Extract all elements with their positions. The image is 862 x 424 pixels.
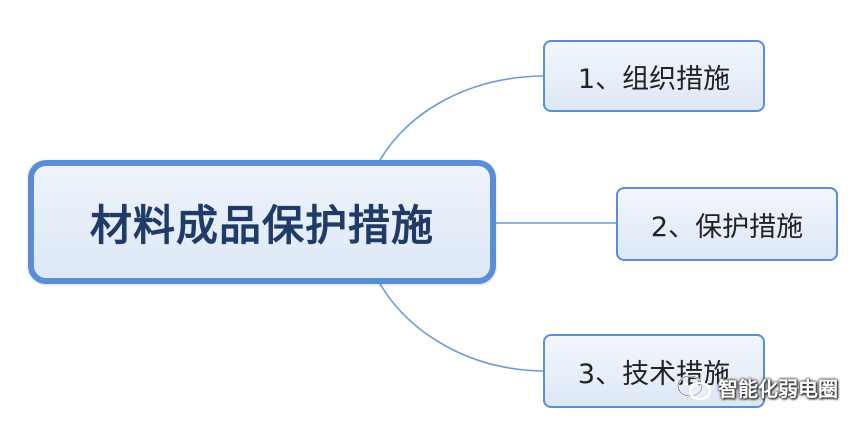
watermark-text: 智能化弱电圈 xyxy=(718,377,838,401)
main-topic-node: 材料成品保护措施 xyxy=(28,160,496,284)
subtopic-node-2: 2、保护措施 xyxy=(616,187,838,261)
subtopic-label-1: 1、组织措施 xyxy=(577,63,731,95)
main-topic-label: 材料成品保护措施 xyxy=(89,200,434,250)
connector-to-subtopic-1 xyxy=(379,75,544,161)
subtopic-label-2: 2、保护措施 xyxy=(650,211,804,243)
subtopic-node-1: 1、组织措施 xyxy=(543,40,765,112)
watermark: 智能化弱电圈 xyxy=(676,373,838,402)
wechat-icon xyxy=(676,374,712,400)
connector-to-subtopic-3 xyxy=(379,283,544,372)
